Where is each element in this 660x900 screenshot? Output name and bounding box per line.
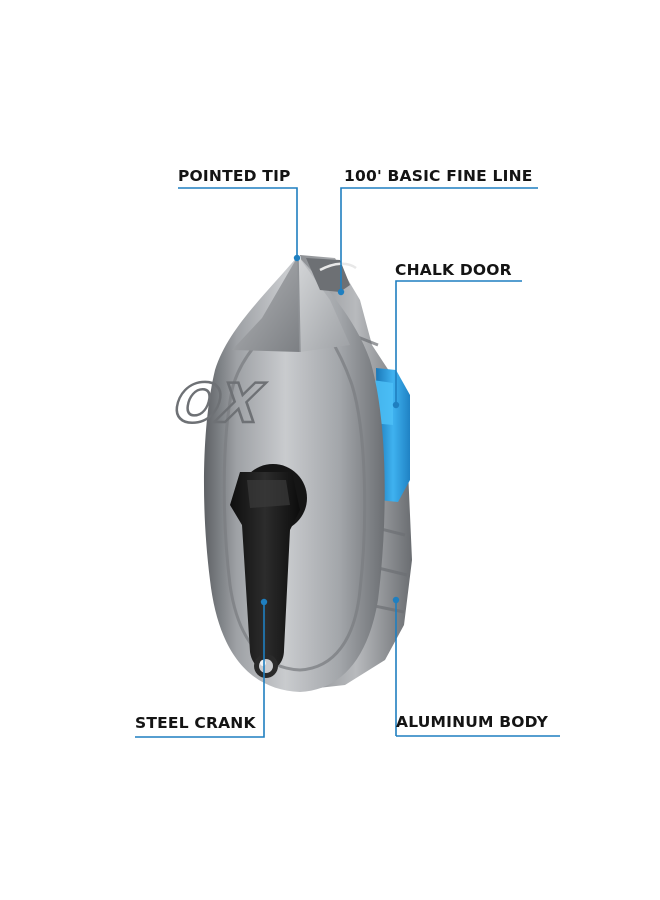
callout-fine-line: 100' BASIC FINE LINE (344, 167, 533, 185)
callout-dots (260, 254, 400, 606)
callout-aluminum-body: ALUMINUM BODY (396, 713, 549, 731)
callout-pointed-tip: POINTED TIP (178, 167, 291, 185)
ox-logo: OX (171, 372, 269, 435)
pointed-tip (232, 256, 300, 352)
steel-crank (230, 472, 300, 671)
line-exit (306, 258, 350, 292)
callout-chalk-door: CHALK DOOR (395, 261, 512, 279)
callout-lines (135, 187, 560, 738)
callout-steel-crank: STEEL CRANK (135, 714, 256, 732)
